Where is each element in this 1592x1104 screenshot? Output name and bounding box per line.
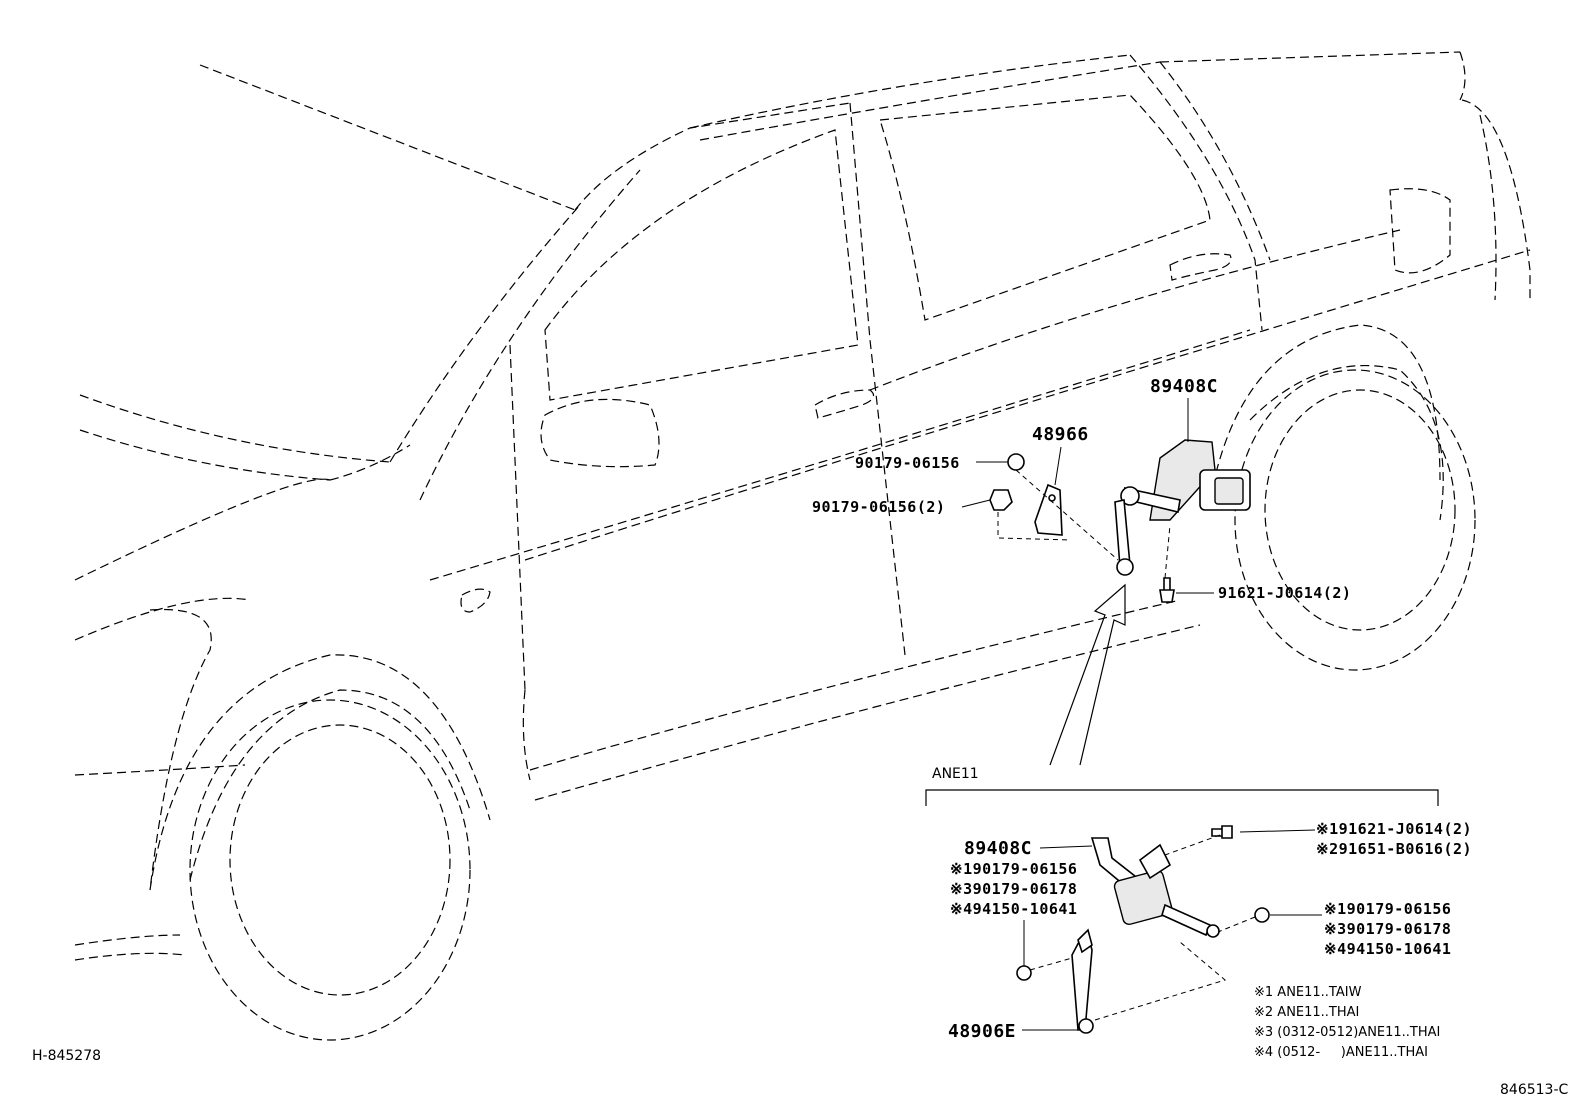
sensor-link-rod: [1114, 499, 1131, 568]
label-89408c: 89408C: [1150, 376, 1218, 397]
vehicle-outline: [74, 51, 1531, 1041]
inset-right-2: ※390179-06178: [1324, 920, 1451, 938]
inset-left-2: ※390179-06178: [950, 880, 1077, 898]
bolt-91621-j0614-icon: [1159, 577, 1175, 603]
inset-sensor-89408c-icon: [1090, 837, 1220, 938]
label-48966: 48966: [1032, 424, 1089, 445]
inset-link-48906e-icon: [1071, 928, 1094, 1034]
note-2: ※2 ANE11..THAI: [1254, 1005, 1359, 1020]
nut-90179-06156-2-icon: [989, 489, 1013, 511]
inset-nut-left-icon: [1016, 965, 1032, 981]
label-nut-a: 90179-06156: [855, 454, 960, 472]
link-ball-joint-icon: [1116, 558, 1134, 576]
main-assembly: [961, 398, 1251, 766]
height-sensor-89408c-icon: [1120, 439, 1251, 521]
nut-90179-06156-icon: [1007, 453, 1025, 471]
inset-bolt-icon: [1211, 825, 1233, 839]
note-3: ※3 (0312-0512)ANE11..THAI: [1254, 1025, 1440, 1040]
ref-bottom-right: 846513-C: [1500, 1082, 1568, 1098]
label-nut-b: 90179-06156(2): [812, 498, 945, 516]
inset-nut-right-icon: [1254, 907, 1270, 923]
inset-right-3: ※494150-10641: [1324, 940, 1451, 958]
note-4: ※4 (0512- )ANE11..THAI: [1254, 1045, 1428, 1060]
inset-title: ANE11: [932, 766, 979, 782]
inset-label-48906e: 48906E: [948, 1021, 1016, 1042]
inset-ane11: ANE11 89408C 48906E ※19: [925, 766, 1472, 1060]
ref-bottom-left: H-845278: [32, 1048, 101, 1064]
inset-label-89408c: 89408C: [964, 838, 1032, 859]
inset-bolt-2: ※291651-B0616(2): [1316, 840, 1472, 858]
note-1: ※1 ANE11..TAIW: [1254, 985, 1362, 1000]
inset-left-1: ※190179-06156: [950, 860, 1077, 878]
inset-left-3: ※494150-10641: [950, 900, 1077, 918]
inset-bolt-1: ※191621-J0614(2): [1316, 820, 1472, 838]
inset-bracket-line: [925, 789, 1439, 806]
label-bolt: 91621-J0614(2): [1218, 584, 1351, 602]
bracket-48966-icon: [1034, 483, 1063, 536]
inset-right-1: ※190179-06156: [1324, 900, 1451, 918]
